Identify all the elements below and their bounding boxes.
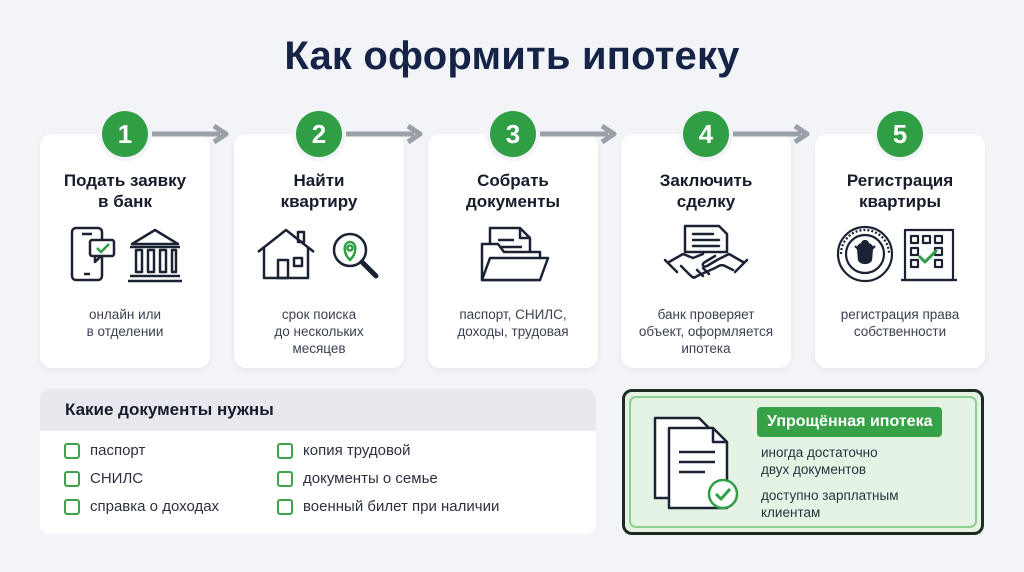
folder-documents-icon [480, 226, 550, 282]
page-title: Как оформить ипотеку [284, 34, 740, 78]
step-card-4: Заключить сделку банк проверяет объект, … [621, 134, 791, 368]
step-card-2: Найти квартиру срок поиска до нескольких… [234, 134, 404, 368]
checkbox-icon [64, 443, 80, 459]
checkbox-icon [277, 443, 293, 459]
document-item: копия трудовой [277, 441, 411, 461]
step-desc: регистрация права собственности [840, 307, 960, 339]
simplified-mortgage-panel: Упрощённая ипотека иногда достаточно дву… [622, 389, 984, 535]
step-desc: паспорт, СНИЛС, доходы, трудовая [457, 307, 569, 339]
step-title: Заключить сделку [659, 171, 753, 211]
arrow-right-icon [150, 123, 229, 145]
step-desc: срок поиска до нескольких месяцев [274, 307, 364, 356]
step-title: Найти квартиру [280, 171, 358, 211]
step-desc: банк проверяет объект, оформляется ипоте… [638, 307, 774, 356]
step-number-5: 5 [877, 111, 923, 157]
arrow-right-icon [538, 123, 617, 145]
promo-tag: Упрощённая ипотека [757, 407, 943, 437]
phone-bank-icon [70, 226, 182, 283]
step-title: Подать заявку в банк [63, 171, 187, 211]
checkbox-icon [64, 471, 80, 487]
step-card-3: Собрать документы паспорт, СНИЛС, доходы… [428, 134, 598, 368]
checkbox-icon [64, 499, 80, 515]
step-desc: онлайн или в отделении [86, 307, 164, 339]
checkbox-icon [277, 499, 293, 515]
step-number-4: 4 [683, 111, 729, 157]
documents-panel: Какие документы нужны паспорт СНИЛС спра… [40, 389, 596, 534]
arrow-right-icon [731, 123, 810, 145]
document-item: СНИЛС [64, 469, 143, 489]
step-card-1: Подать заявку в банк онлайн или в отделе… [40, 134, 210, 368]
document-item: документы о семье [277, 469, 438, 489]
documents-heading: Какие документы нужны [40, 389, 596, 431]
step-title: Регистрация квартиры [846, 171, 954, 211]
step-number-2: 2 [296, 111, 342, 157]
checkbox-icon [277, 471, 293, 487]
promo-text-2: доступно зарплатным клиентам [761, 488, 899, 520]
registry-building-icon [836, 225, 957, 283]
documents-check-icon [653, 416, 739, 510]
step-title: Собрать документы [465, 171, 561, 211]
arrow-right-icon [344, 123, 423, 145]
promo-border [629, 396, 977, 528]
promo-text-1: иногда достаточно двух документов [761, 445, 878, 477]
house-search-icon [257, 228, 379, 280]
handshake-contract-icon [663, 224, 749, 279]
step-card-5: Регистрация квартиры регистрация права с… [815, 134, 985, 368]
step-number-1: 1 [102, 111, 148, 157]
document-item: справка о доходах [64, 497, 219, 517]
document-item: военный билет при наличии [277, 497, 499, 517]
step-number-3: 3 [490, 111, 536, 157]
document-item: паспорт [64, 441, 145, 461]
